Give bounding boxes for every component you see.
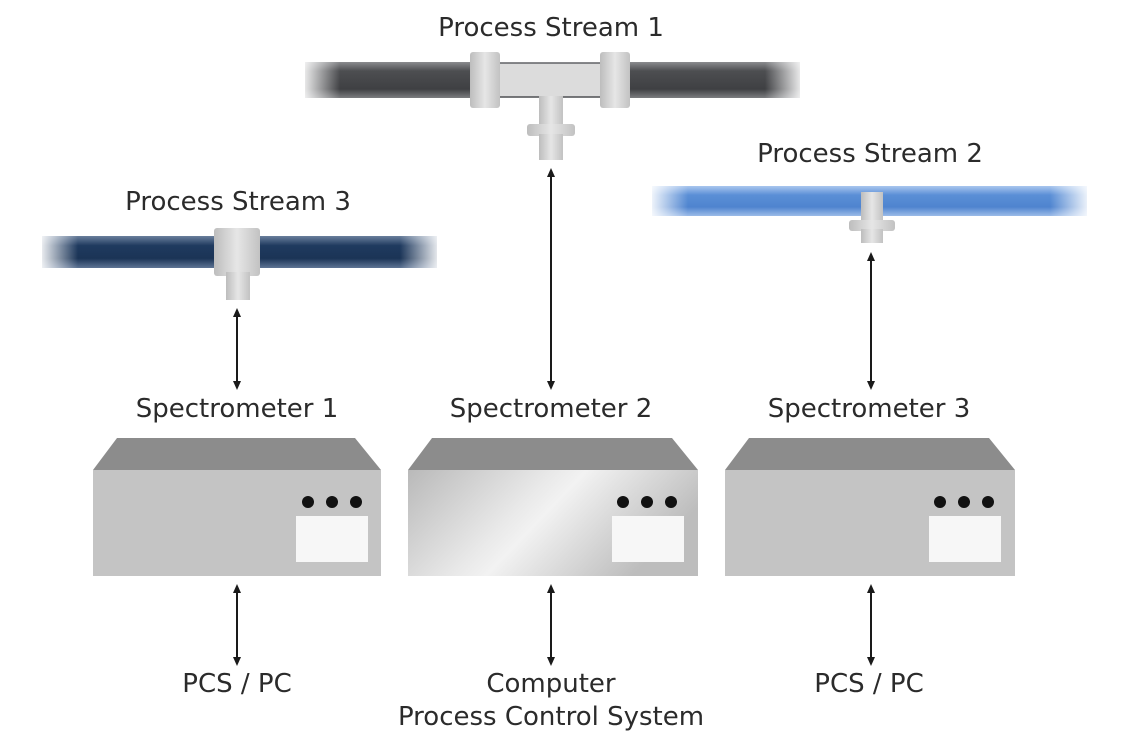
indicator-dot — [958, 496, 970, 508]
endpoint-2-label: Computer Process Control System — [398, 668, 704, 733]
endpoint-2-line2: Process Control System — [397, 701, 705, 732]
indicator-dot — [934, 496, 946, 508]
endpoint-2-line1: Computer — [486, 669, 616, 699]
indicator-dot — [617, 496, 629, 508]
spectrometer-3-device — [725, 438, 1015, 576]
spectrometer-1-device — [93, 438, 381, 576]
indicator-dot — [302, 496, 314, 508]
stream-3-label: Process Stream 3 — [125, 187, 351, 217]
stream-1-label: Process Stream 1 — [438, 13, 664, 43]
stream-2-label: Process Stream 2 — [757, 139, 983, 169]
spectrometer-3-label: Spectrometer 3 — [767, 394, 971, 424]
stream-2-pipe — [648, 184, 1092, 243]
spectrometer-2-label: Spectrometer 2 — [449, 394, 653, 424]
display-panel — [612, 516, 684, 562]
spectrometer-1-label: Spectrometer 1 — [135, 394, 339, 424]
stream-3-pipe — [38, 228, 442, 300]
indicator-dot — [350, 496, 362, 508]
indicator-dot — [326, 496, 338, 508]
display-panel — [296, 516, 368, 562]
endpoint-1-label: PCS / PC — [182, 668, 291, 701]
endpoint-3-label: PCS / PC — [814, 668, 923, 701]
spectrometer-2-device — [408, 438, 698, 576]
indicator-dot — [665, 496, 677, 508]
indicator-dot — [982, 496, 994, 508]
stream-1-pipe — [300, 52, 805, 160]
endpoint-3-line1: PCS / PC — [814, 669, 924, 699]
endpoint-1-line1: PCS / PC — [182, 669, 292, 699]
indicator-dot — [641, 496, 653, 508]
display-panel — [929, 516, 1001, 562]
